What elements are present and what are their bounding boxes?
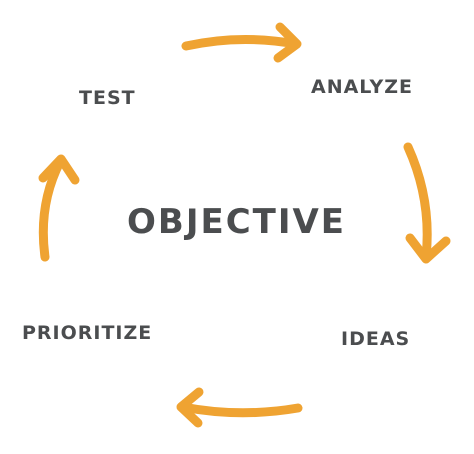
arrow-prioritize-to-test [38,154,80,262]
step-label-analyze: ANALYZE [311,76,413,98]
arrow-analyze-to-ideas [403,142,451,264]
step-label-test: TEST [79,87,136,109]
step-label-prioritize: PRIORITIZE [22,322,153,344]
objective-label: OBJECTIVE [127,202,347,242]
step-label-ideas: IDEAS [341,328,411,350]
arrow-ideas-to-prioritize [176,387,303,428]
arrow-test-to-analyze [181,22,302,63]
